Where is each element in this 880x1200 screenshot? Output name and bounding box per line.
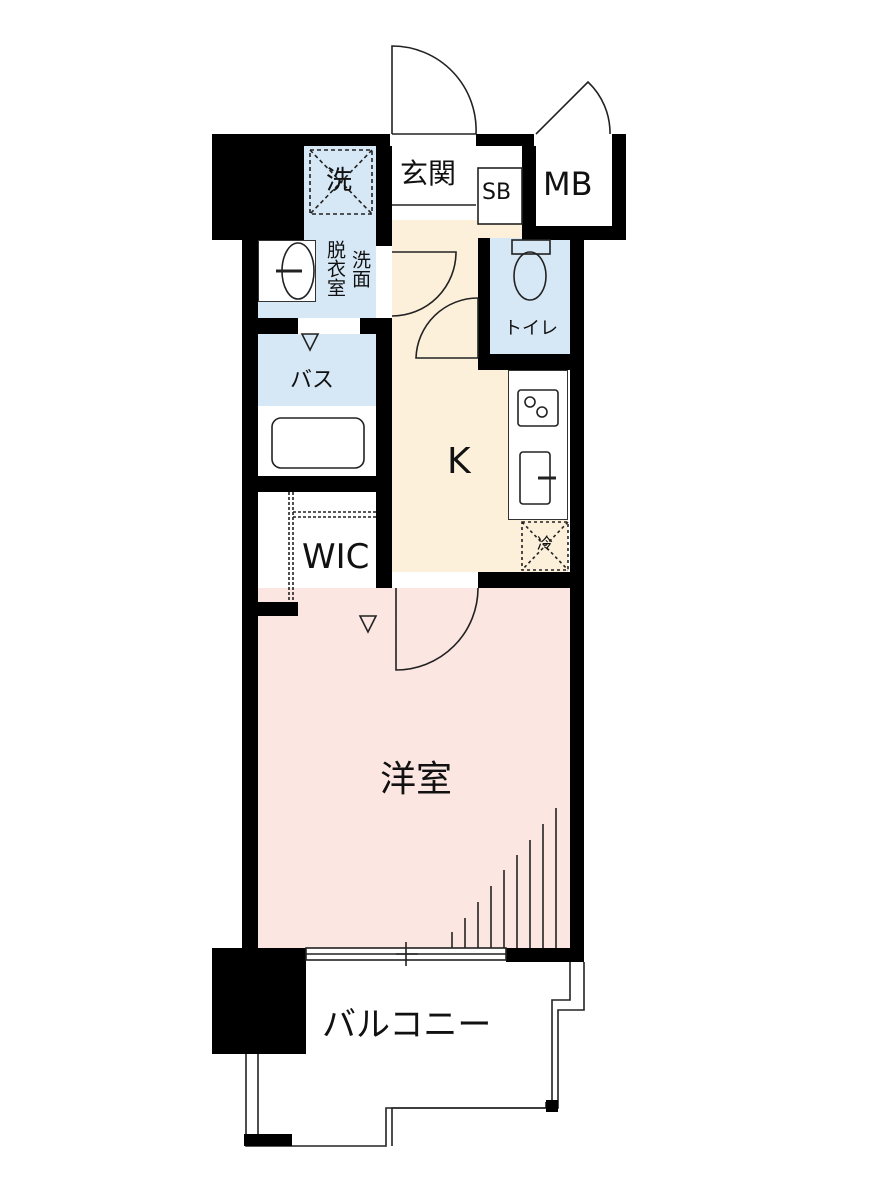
wall-mb-bottom (522, 226, 626, 240)
wall-washroom-right (376, 146, 392, 246)
entrance-label: 玄関 (400, 157, 457, 190)
wall-top-right (612, 134, 626, 240)
western-room-label: 洋室 (380, 759, 453, 800)
wall-toilet-bottom (478, 354, 570, 370)
washroom-label-col1: 脱衣室 (324, 240, 346, 297)
wall-bath-wic (258, 476, 376, 492)
wic-label: WIC (302, 537, 370, 577)
wall-top-between (476, 134, 534, 146)
wall-bath-top (258, 318, 298, 334)
wic-fill (258, 492, 376, 602)
wall-top (304, 134, 390, 146)
kitchen-label: K (447, 441, 471, 482)
shoe-box-label: SB (482, 180, 512, 205)
wall-left (242, 240, 258, 950)
wall-toilet-left (478, 238, 490, 368)
bath-fill (258, 334, 376, 406)
western-room-fill (258, 588, 572, 948)
toilet-label: トイレ (504, 318, 558, 339)
wall-bottom-right (506, 948, 584, 962)
bath-label: バス (290, 368, 335, 393)
toilet-fill (488, 238, 570, 354)
wall-bottom-left-block (212, 948, 306, 1054)
wall-right (570, 238, 584, 950)
washroom-label-col2: 洗面 (349, 250, 371, 288)
wall-wic-bottom (258, 602, 298, 616)
washer-label: 洗 (326, 166, 353, 196)
wall-top-left-block (212, 134, 304, 240)
meter-box-fill (536, 150, 612, 226)
meter-box-label: MB (543, 165, 593, 203)
balcony-label: バルコニー (322, 1005, 492, 1045)
wall-kitchen-bottom (478, 572, 584, 588)
wall-center-column (376, 318, 392, 588)
fridge-label: 冷 (537, 534, 554, 553)
wall-sb-mb (522, 146, 536, 240)
